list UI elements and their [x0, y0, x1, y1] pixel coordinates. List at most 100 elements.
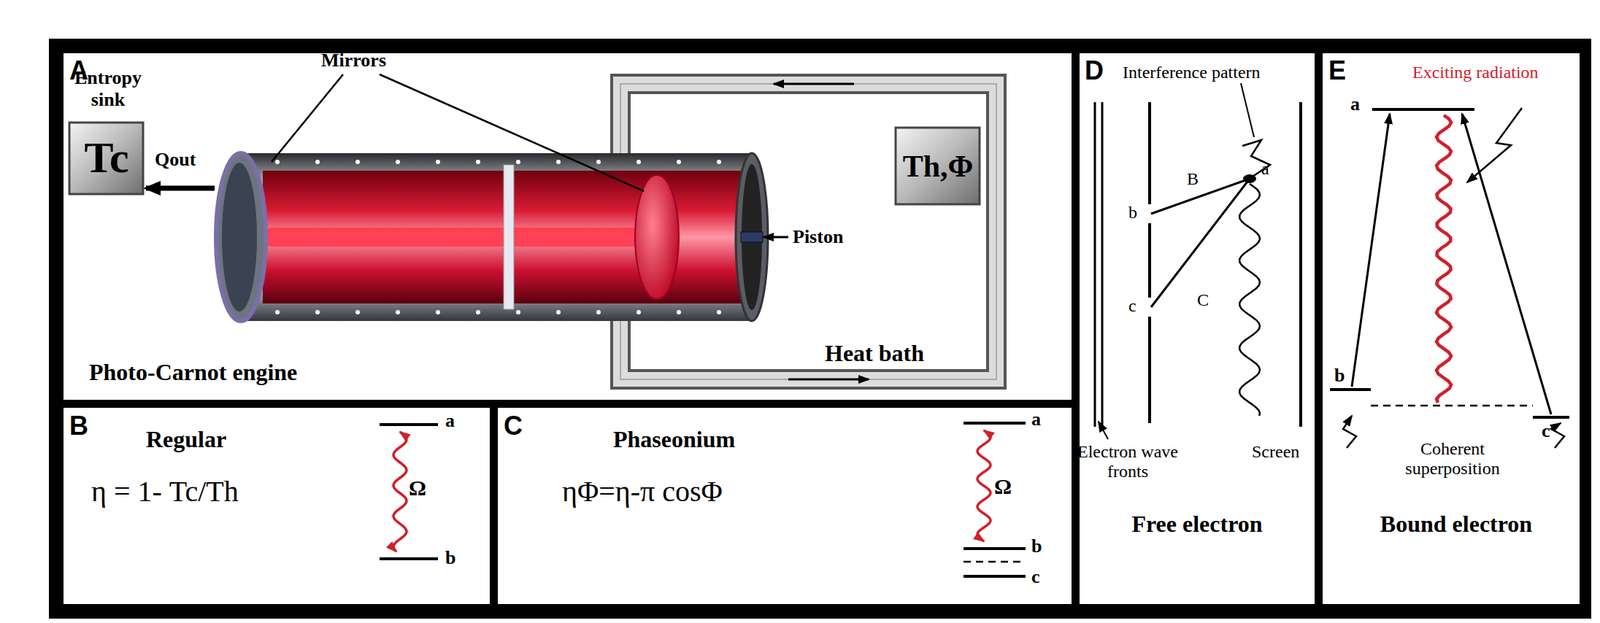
- art-circle: [275, 310, 280, 315]
- panel-title: Photo-Carnot engine: [89, 359, 298, 387]
- art-path: [620, 83, 997, 380]
- art-circle: [596, 310, 601, 315]
- cold-bath: Entropy sinkTc: [65, 64, 151, 198]
- path-label: C: [1197, 290, 1209, 311]
- art-line: [379, 74, 644, 192]
- panel-letter: C: [503, 410, 523, 442]
- art-rect: [895, 127, 980, 205]
- art-ellipse: [216, 153, 266, 322]
- art-path: [1436, 115, 1452, 403]
- art-line: [271, 74, 344, 163]
- art-circle: [556, 310, 561, 315]
- level-label: c: [1031, 566, 1041, 589]
- art-line: [788, 378, 869, 382]
- panel-title: Free electron: [1116, 510, 1278, 538]
- level-label: a: [1031, 408, 1041, 431]
- art-circle: [636, 159, 641, 165]
- art-line: [379, 557, 438, 561]
- panel: EBound electron: [1322, 53, 1580, 605]
- leader-label: Mirrors: [321, 49, 387, 72]
- art-line: [1151, 178, 1250, 308]
- art-circle: [516, 310, 521, 315]
- leader-label: Screen: [1251, 442, 1300, 463]
- art-rect: [1322, 53, 1580, 605]
- art-line: [1462, 113, 1552, 415]
- art-line: [1240, 83, 1255, 138]
- art-rect: [69, 122, 144, 195]
- art-polyline: [1551, 423, 1565, 449]
- path-label: B: [1186, 169, 1199, 190]
- art-rect: [240, 153, 752, 322]
- formula: ηΦ=η-π cosΦ: [562, 474, 723, 509]
- art-circle: [435, 310, 441, 315]
- frequency-label: Ω: [994, 474, 1012, 500]
- art-path: [620, 83, 997, 380]
- art-circle: [475, 159, 481, 165]
- art-line: [1372, 108, 1475, 111]
- level-label: a: [1350, 93, 1360, 116]
- art-rect: [503, 164, 514, 310]
- art-circle: [636, 310, 641, 315]
- art-path: [1239, 183, 1260, 417]
- art-path: [620, 83, 997, 380]
- art-rect: [1079, 53, 1315, 605]
- level-label: b: [1334, 364, 1345, 387]
- heat-bath: Th,ΦHeat bath: [818, 125, 986, 379]
- panel-title: Phaseonium: [613, 426, 736, 454]
- art-line: [1532, 416, 1570, 419]
- panel-letter: B: [69, 410, 89, 442]
- level-label: b: [1031, 535, 1042, 558]
- art-line: [963, 561, 1026, 564]
- art-circle: [676, 159, 682, 165]
- art-circle: [716, 159, 722, 165]
- art-line: [1329, 388, 1371, 392]
- art-line: [963, 575, 1026, 579]
- art-line: [379, 423, 438, 427]
- art-circle: [716, 310, 722, 315]
- red-label: Exciting radiation: [1412, 62, 1539, 83]
- art-circle: [556, 159, 561, 165]
- art-circle: [395, 159, 400, 165]
- art-rect: [740, 232, 763, 243]
- art-line: [145, 186, 215, 192]
- art-rect: [63, 53, 1072, 400]
- art-circle: [355, 159, 360, 165]
- panel: C Phaseonium ηΦ=η-π cosΦ: [497, 408, 1072, 605]
- art-line: [963, 547, 1026, 551]
- art-line: [1101, 102, 1104, 428]
- art-circle: [435, 159, 441, 165]
- art-circle: [315, 310, 320, 315]
- panel-letter: D: [1084, 55, 1104, 87]
- art-polyline: [1467, 108, 1522, 183]
- art-circle: [475, 310, 481, 315]
- art-line: [1299, 102, 1303, 428]
- art-ellipse: [221, 162, 257, 312]
- leader-label: Electron wave fronts: [1072, 442, 1183, 482]
- art-line: [1351, 113, 1390, 387]
- panel: APhoto-Carnot engineEntropy sinkTcTh,ΦHe…: [63, 53, 1072, 400]
- art-ellipse: [741, 164, 763, 311]
- art-rect: [48, 38, 1592, 619]
- bath-symbol: Th,Φ: [902, 148, 974, 184]
- formula: η = 1- Tc/Th: [91, 474, 239, 509]
- art-path: [977, 430, 991, 542]
- art-ellipse: [635, 175, 679, 300]
- frequency-label: Ω: [408, 475, 427, 501]
- art-line: [1370, 405, 1533, 408]
- panel-title: Regular: [145, 426, 227, 454]
- art-circle: [676, 310, 682, 315]
- slit-label: b: [1128, 202, 1138, 223]
- art-circle: [516, 159, 521, 165]
- art-polyline: [1343, 416, 1357, 449]
- bath-symbol: Tc: [83, 132, 129, 184]
- panel-title: Bound electron: [1368, 510, 1544, 538]
- point-label: a: [1261, 159, 1270, 179]
- leader-label: Piston: [792, 226, 844, 249]
- art-path: [393, 432, 407, 552]
- art-line: [1098, 421, 1109, 440]
- art-circle: [355, 310, 360, 315]
- art-ellipse: [735, 153, 768, 322]
- art-line: [773, 83, 855, 86]
- slit-label: c: [1128, 296, 1137, 317]
